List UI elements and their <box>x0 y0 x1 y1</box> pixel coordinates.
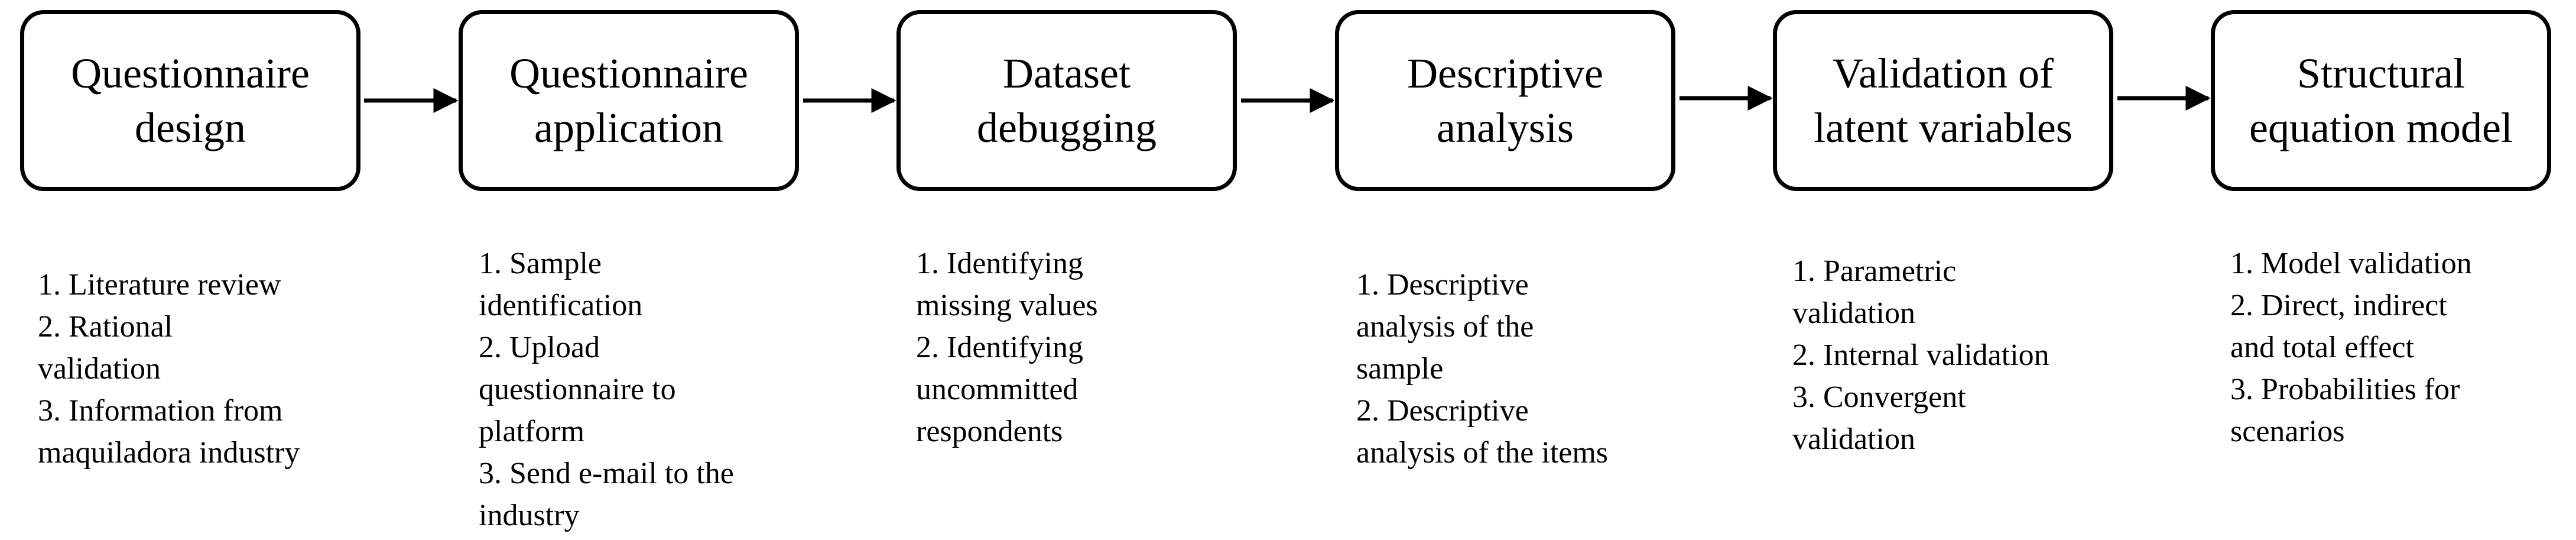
note-line: maquiladora industry <box>38 436 300 470</box>
step-box-questionnaire-design: Questionnaire design <box>20 10 360 191</box>
step-title-line: Descriptive <box>1407 50 1603 97</box>
note-line: 3. Information from <box>38 394 283 428</box>
note-line: 2. Direct, indirect <box>2230 289 2447 322</box>
step-title-line: design <box>135 104 246 151</box>
note-line: 3. Send e-mail to the <box>479 457 734 490</box>
note-line: 2. Internal validation <box>1792 338 2049 372</box>
note-line: uncommitted <box>916 373 1079 406</box>
note-line: 1. Sample <box>479 247 602 280</box>
step-notes-dataset-debugging: 1. Identifying missing values 2. Identif… <box>916 242 1098 452</box>
note-line: respondents <box>916 415 1063 448</box>
note-line: scenarios <box>2230 415 2345 448</box>
note-line: platform <box>479 415 585 448</box>
step-notes-structural-equation-model: 1. Model validation 2. Direct, indirect … <box>2230 242 2472 452</box>
note-line: missing values <box>916 289 1098 322</box>
step-box-dataset-debugging: Dataset debugging <box>896 10 1237 191</box>
step-title-line: debugging <box>977 104 1157 151</box>
step-notes-questionnaire-design: 1. Literature review 2. Rational validat… <box>38 264 300 474</box>
step-box-validation-of-latent-variables: Validation of latent variables <box>1773 10 2113 191</box>
note-line: industry <box>479 499 580 532</box>
note-line: 2. Identifying <box>916 331 1084 364</box>
step-box-descriptive-analysis: Descriptive analysis <box>1335 10 1675 191</box>
step-title-line: Validation of <box>1833 50 2054 97</box>
note-line: analysis of the items <box>1356 436 1609 470</box>
note-line: 1. Model validation <box>2230 247 2472 280</box>
step-title-line: application <box>534 104 723 151</box>
note-line: 3. Probabilities for <box>2230 373 2460 406</box>
step-title-line: Questionnaire <box>71 50 310 97</box>
step-notes-validation-of-latent-variables: 1. Parametric validation 2. Internal val… <box>1792 250 2049 460</box>
note-line: identification <box>479 289 643 322</box>
note-line: 1. Identifying <box>916 247 1084 280</box>
step-notes-questionnaire-application: 1. Sample identification 2. Upload quest… <box>479 242 734 536</box>
note-line: validation <box>1792 296 1915 330</box>
note-line: 2. Rational <box>38 310 173 344</box>
note-line: sample <box>1356 352 1444 386</box>
step-box-questionnaire-application: Questionnaire application <box>459 10 799 191</box>
note-line: analysis of the <box>1356 310 1534 344</box>
note-line: validation <box>1792 422 1915 456</box>
step-title-line: equation model <box>2249 104 2513 151</box>
note-line: questionnaire to <box>479 373 676 406</box>
note-line: 1. Parametric <box>1792 254 1957 288</box>
note-line: 2. Upload <box>479 331 600 364</box>
step-title-line: analysis <box>1437 104 1574 151</box>
step-title-line: Questionnaire <box>509 50 748 97</box>
note-line: 1. Descriptive <box>1356 268 1529 302</box>
step-title-line: latent variables <box>1814 104 2073 151</box>
note-line: 3. Convergent <box>1792 380 1966 414</box>
note-line: 2. Descriptive <box>1356 394 1529 428</box>
note-line: and total effect <box>2230 331 2414 364</box>
step-title-line: Structural <box>2297 50 2465 97</box>
note-line: validation <box>38 352 161 386</box>
step-box-structural-equation-model: Structural equation model <box>2211 10 2551 191</box>
step-title-line: Dataset <box>1003 50 1131 97</box>
step-notes-descriptive-analysis: 1. Descriptive analysis of the sample 2.… <box>1356 264 1608 474</box>
note-line: 1. Literature review <box>38 268 281 302</box>
